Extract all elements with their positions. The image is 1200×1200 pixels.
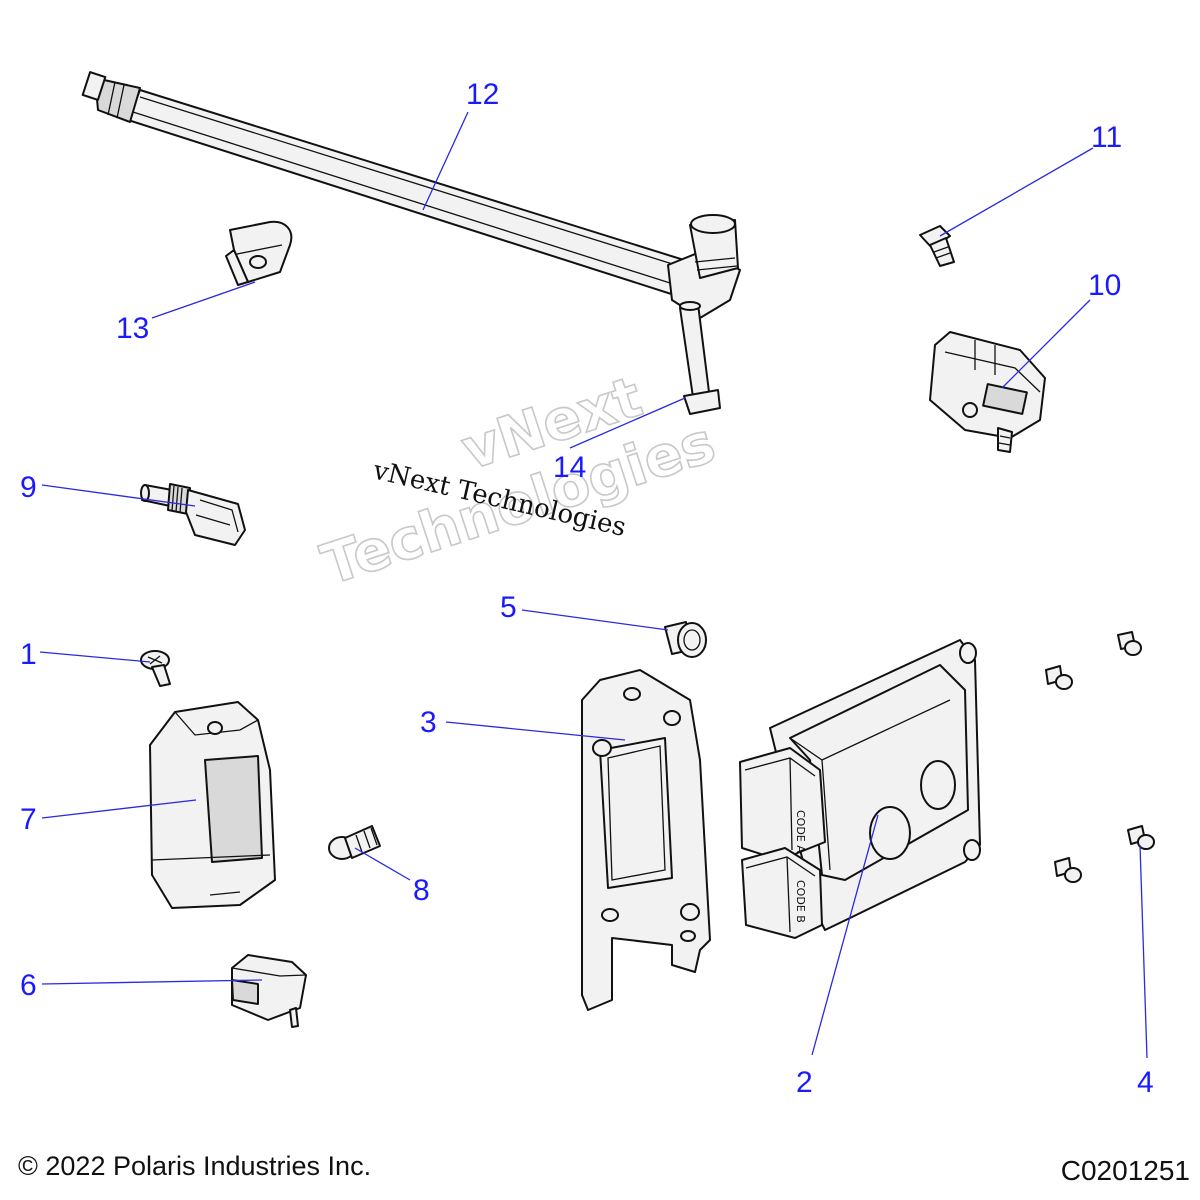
leader-1 [39, 651, 151, 663]
leader-4 [1139, 844, 1148, 1059]
callout-4: 4 [1137, 1066, 1154, 1099]
callout-13: 13 [116, 312, 149, 345]
callout-5: 5 [500, 591, 517, 624]
leader-14 [569, 397, 686, 449]
callout-7: 7 [20, 803, 37, 836]
part-4-screws [1045, 631, 1155, 883]
part-1-screw [140, 650, 171, 687]
callout-11: 11 [1091, 121, 1122, 154]
part-14-pin [679, 301, 721, 415]
watermark: vNext Technologies vNext Technologies [313, 364, 723, 599]
copyright-notice: © 2022 Polaris Industries Inc. [18, 1151, 372, 1181]
callout-1: 1 [20, 638, 37, 671]
leader-3 [445, 721, 626, 741]
leader-6 [41, 979, 263, 985]
leader-2 [811, 814, 879, 1056]
part-6-relay [231, 954, 307, 1028]
leader-9 [41, 484, 196, 507]
callout-6: 6 [20, 969, 37, 1002]
part-4-screw-c [1127, 825, 1155, 850]
part-10-map-sensor [929, 331, 1046, 453]
callout-8: 8 [413, 874, 430, 907]
part-9-temp-sensor [140, 483, 246, 546]
callout-3: 3 [420, 706, 437, 739]
leader-lines [39, 111, 1148, 1059]
diagram-code: C0201251 [1060, 1155, 1190, 1186]
part-5-push-pin [664, 621, 707, 658]
callout-numbers: 1 2 3 4 5 6 7 8 9 10 11 12 13 14 [20, 78, 1154, 1099]
callout-12: 12 [466, 78, 499, 111]
part-3-bracket [581, 669, 711, 1011]
part-4-screw-a [1117, 631, 1142, 656]
callout-2: 2 [796, 1066, 813, 1099]
part-2-ecu: CODE A CODE B [739, 639, 981, 939]
leader-11 [939, 147, 1094, 237]
leader-12 [422, 111, 469, 211]
ecu-label-code-b: CODE B [794, 880, 807, 923]
part-7-cover [149, 701, 276, 909]
part-8-screw [328, 825, 381, 860]
callout-14: 14 [553, 451, 586, 484]
part-13-clip [225, 220, 293, 286]
leader-7 [41, 799, 197, 819]
ecu-label-code-a: CODE A [794, 810, 807, 853]
part-4-screw-b [1045, 665, 1073, 690]
part-11-bolt [919, 225, 955, 267]
callout-10: 10 [1088, 269, 1121, 302]
leader-10 [1001, 299, 1091, 389]
part-4-screw-d [1054, 857, 1082, 883]
leader-8 [354, 847, 411, 881]
callout-9: 9 [20, 471, 37, 504]
part-12-sensor-tube [81, 71, 741, 319]
leader-13 [151, 281, 256, 319]
leader-5 [521, 609, 669, 631]
